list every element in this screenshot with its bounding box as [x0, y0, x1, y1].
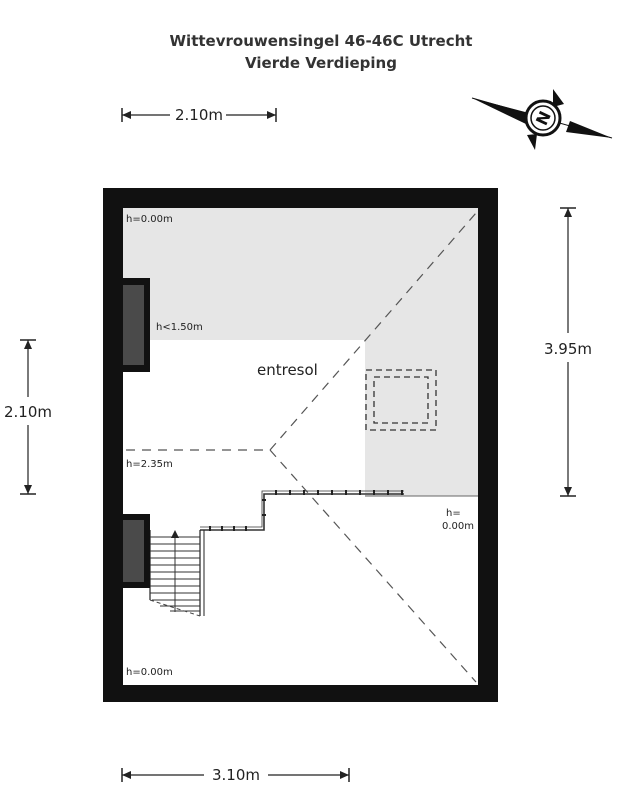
dimension-left-label: 2.10m	[4, 403, 52, 421]
skylight	[365, 369, 437, 431]
height-label-under-window: h<1.50m	[156, 322, 203, 333]
height-label-middle: h=2.35m	[126, 459, 173, 470]
roof-ridge-lines	[126, 212, 477, 683]
height-label-top-left: h=0.00m	[126, 214, 173, 225]
plan-title-address: Wittevrouwensingel 46-46C Utrecht	[169, 32, 473, 50]
compass-icon: N	[471, 89, 613, 150]
dimension-bottom-label: 3.10m	[212, 766, 260, 784]
dimension-right-label: 3.95m	[544, 340, 592, 358]
height-label-right-line1: h=	[446, 508, 461, 519]
window-upper	[118, 278, 150, 372]
height-label-right-line2: 0.00m	[442, 521, 474, 532]
height-label-bottom-left: h=0.00m	[126, 667, 173, 678]
dimension-left: 2.10m	[4, 339, 52, 495]
dimension-bottom: 3.10m	[121, 766, 350, 784]
low-ceiling-area	[123, 208, 478, 496]
dimension-right: 3.95m	[544, 207, 592, 497]
plan-title-floor: Vierde Verdieping	[245, 54, 397, 72]
dimension-top: 2.10m	[121, 106, 277, 124]
entresol-railing	[200, 490, 404, 531]
room-name: entresol	[257, 361, 318, 379]
dimension-top-label: 2.10m	[175, 106, 223, 124]
window-lower	[118, 514, 150, 588]
